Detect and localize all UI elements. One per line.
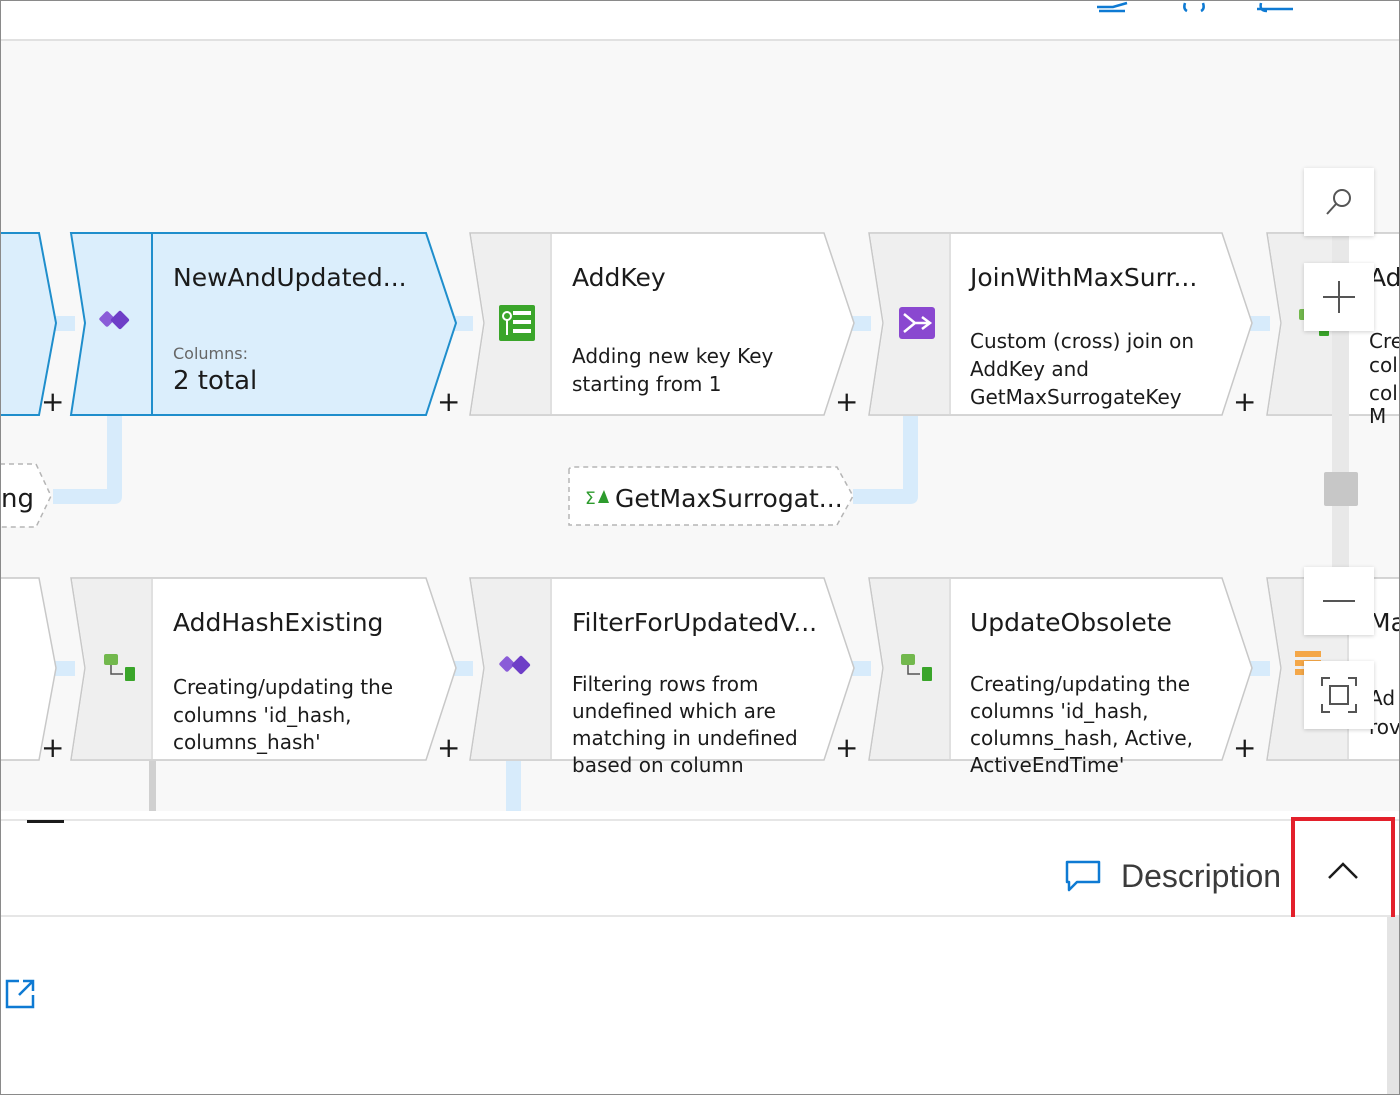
- add-button[interactable]: +: [835, 731, 858, 764]
- prior-node-edge: +: [1, 232, 64, 418]
- node-addhashexisting[interactable]: AddHashExisting Creating/updating the co…: [70, 577, 460, 764]
- fit-to-screen-button[interactable]: [1304, 661, 1374, 729]
- add-button[interactable]: +: [437, 731, 460, 764]
- node-desc-line: matching in undefined: [572, 726, 798, 750]
- active-tab-indicator: [27, 820, 64, 824]
- minus-icon: [1323, 600, 1355, 602]
- prior-node-edge-2: +: [1, 577, 64, 764]
- node-title: NewAndUpdated...: [173, 263, 407, 292]
- node-title: UpdateObsolete: [970, 608, 1172, 637]
- zoom-out-button[interactable]: [1304, 567, 1374, 635]
- node-desc-line: col: [1369, 381, 1398, 405]
- connector-lines: [53, 316, 1270, 811]
- add-button-prior-1[interactable]: +: [41, 385, 64, 418]
- add-button[interactable]: +: [437, 385, 460, 418]
- open-external-icon: [5, 979, 35, 1009]
- node-desc-line: Creating/updating the: [970, 672, 1190, 696]
- search-button[interactable]: [1304, 168, 1374, 236]
- node-desc-line: columns 'id_hash,: [970, 699, 1149, 723]
- node-desc-line: based on column: [572, 753, 744, 777]
- add-button[interactable]: +: [835, 385, 858, 418]
- node-title: JoinWithMaxSurr...: [968, 263, 1197, 292]
- node-desc-line: Custom (cross) join on: [970, 329, 1194, 353]
- node-desc-line: undefined which are: [572, 699, 776, 723]
- derived-column-icon: [901, 654, 932, 681]
- columns-value: 2 total: [173, 366, 257, 396]
- top-toolbar: [1, 1, 1399, 41]
- properties-icon[interactable]: [1097, 1, 1128, 13]
- search-icon: [1326, 189, 1351, 215]
- node-desc-line: columns 'id_hash,: [173, 703, 352, 727]
- node-title: Ma: [1369, 608, 1399, 637]
- toolbar-icons: [1097, 1, 1293, 13]
- add-button[interactable]: +: [1233, 385, 1256, 418]
- open-external-button[interactable]: [3, 977, 37, 1011]
- add-button[interactable]: +: [1233, 731, 1256, 764]
- node-desc-line: col: [1369, 353, 1398, 377]
- derived-column-icon: [104, 654, 135, 681]
- node-desc-line: Filtering rows from: [572, 672, 759, 696]
- node-desc-line: M: [1369, 404, 1386, 428]
- fit-to-screen-icon: [1321, 677, 1357, 713]
- join-icon: [899, 307, 935, 339]
- svg-text:Σ: Σ: [585, 489, 596, 509]
- node-filterforupdatedv[interactable]: FilterForUpdatedV... Filtering rows from…: [469, 577, 858, 777]
- settings-icon[interactable]: [1257, 2, 1293, 13]
- node-desc-line: Cre: [1369, 329, 1399, 353]
- reference-node-label: ng: [1, 484, 34, 514]
- reference-node-label: GetMaxSurrogat...: [615, 484, 843, 513]
- bottom-panel-body: [1, 917, 1399, 1094]
- node-title: Ad: [1369, 263, 1399, 292]
- surrogate-key-icon: [499, 305, 535, 341]
- description-label: Description: [1121, 857, 1282, 894]
- node-desc-line: columns_hash': [173, 730, 321, 754]
- comment-icon: [1065, 860, 1101, 892]
- node-desc-line: ActiveEndTime': [970, 753, 1124, 777]
- node-desc-line: rov: [1369, 715, 1399, 739]
- panel-divider: [1, 819, 1399, 821]
- node-title: AddHashExisting: [173, 608, 383, 637]
- plus-icon: [1323, 281, 1355, 313]
- filter-icon: [99, 310, 130, 330]
- node-joinwithmaxsurr[interactable]: JoinWithMaxSurr... Custom (cross) join o…: [868, 232, 1256, 418]
- node-desc-line: AddKey and: [970, 357, 1089, 381]
- zoom-in-button[interactable]: [1304, 263, 1374, 331]
- node-desc-line: columns_hash, Active,: [970, 726, 1193, 750]
- node-newandupdated[interactable]: NewAndUpdated... Columns: 2 total +: [69, 232, 460, 418]
- reference-node-getmaxsurrogate[interactable]: Σ GetMaxSurrogat...: [568, 466, 854, 526]
- reference-node-left[interactable]: ng: [1, 463, 52, 528]
- node-updateobsolete[interactable]: UpdateObsolete Creating/updating the col…: [868, 577, 1256, 777]
- collapse-panel-button[interactable]: [1291, 817, 1395, 925]
- node-desc-line: starting from 1: [572, 372, 722, 396]
- node-title: FilterForUpdatedV...: [572, 608, 817, 637]
- node-desc-line: Creating/updating the: [173, 675, 393, 699]
- code-icon[interactable]: [1183, 2, 1205, 13]
- bottom-panel-header: [1, 823, 1399, 917]
- add-button-prior-2[interactable]: +: [41, 731, 64, 764]
- node-desc-line: Adding new key Key: [572, 344, 773, 368]
- branch-line: [149, 761, 156, 811]
- panel-scrollbar[interactable]: [1387, 917, 1399, 1094]
- node-desc-line: GetMaxSurrogateKey: [970, 385, 1182, 409]
- chevron-up-icon: [1328, 862, 1358, 879]
- node-addkey[interactable]: AddKey Adding new key Key starting from …: [469, 232, 858, 418]
- aggregate-icon: Σ: [585, 489, 609, 509]
- filter-icon: [499, 655, 531, 675]
- graph-svg: + NewAndUpdated... Columns: 2 total +: [1, 232, 1399, 811]
- zoom-slider-thumb[interactable]: [1324, 472, 1358, 506]
- graph-canvas[interactable]: + NewAndUpdated... Columns: 2 total +: [1, 41, 1399, 811]
- description-button[interactable]: Description: [1063, 851, 1281, 901]
- node-title: AddKey: [572, 263, 666, 292]
- columns-label: Columns:: [173, 344, 248, 363]
